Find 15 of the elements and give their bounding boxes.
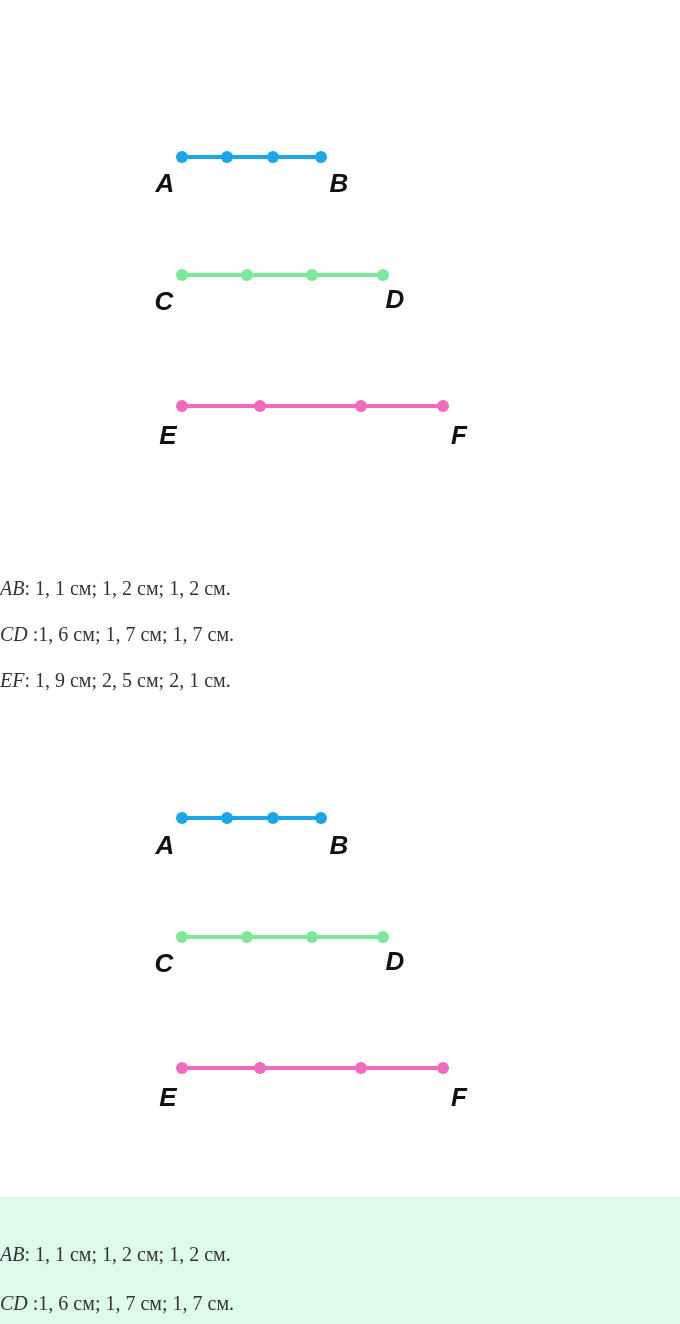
point-label: F (451, 1083, 467, 1111)
point-label: C (154, 287, 174, 315)
point-label: C (154, 949, 174, 977)
measurement-text: CD :1, 6 см; 1, 7 см; 1, 7 см. (0, 1291, 235, 1315)
point-label: B (329, 831, 349, 859)
measurement-text: EF: 1, 9 см; 2, 5 см; 2, 1 см. (0, 668, 231, 692)
point-label: E (159, 1083, 177, 1111)
point-label: D (385, 285, 405, 313)
point-label: A (155, 169, 175, 197)
point-label: A (155, 831, 175, 859)
point-label: F (451, 421, 467, 449)
measurement-text: CD :1, 6 см; 1, 7 см; 1, 7 см. (0, 622, 235, 646)
point-label: E (159, 421, 177, 449)
point-label: D (385, 947, 405, 975)
point-label: B (329, 169, 349, 197)
